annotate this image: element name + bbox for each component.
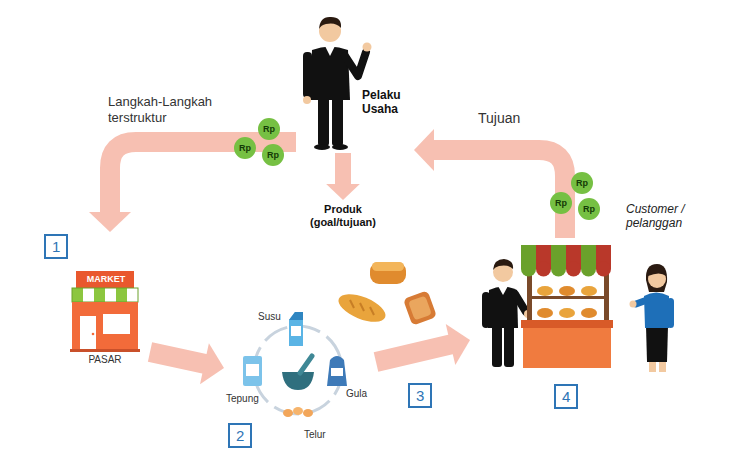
ingredients-node: 2 SusuTepung GulaTelur: [224, 305, 376, 452]
bread-stall: [521, 245, 613, 368]
bread-icons: [335, 262, 437, 328]
edge-label: Langkah-Langkah terstruktur: [108, 94, 238, 125]
arrow-head: [200, 343, 224, 384]
product-node: Produk (goal/tujuan): [291, 200, 395, 242]
money-coin: Rp: [262, 144, 284, 166]
callout-number: 2: [228, 423, 252, 448]
market-node: 1MARKET PASAR: [42, 232, 150, 372]
callout-number: 1: [44, 234, 68, 259]
money-coin: Rp: [258, 118, 280, 140]
market-sign: MARKET: [76, 274, 136, 285]
money-coin: Rp: [571, 172, 593, 194]
flow-arrow: [150, 343, 224, 384]
flow-arrow: [376, 324, 470, 365]
arrow-shaft: [335, 153, 351, 185]
arrow-head: [89, 212, 131, 232]
customer-node: Customer / pelanggan: [622, 200, 718, 378]
business-person: [303, 17, 372, 150]
arrow-shaft: [110, 142, 296, 213]
customer-person: [630, 264, 675, 372]
ingredient-label: Susu: [258, 311, 281, 323]
ingredient-label: Gula: [346, 388, 367, 400]
market-icon: [70, 271, 140, 352]
ingredient-label: Telur: [304, 429, 326, 441]
money-coin: Rp: [550, 192, 572, 214]
money-coin: Rp: [234, 137, 256, 159]
role-label: Pelaku Usaha: [362, 88, 412, 117]
callout-number: 4: [554, 384, 578, 409]
arrow-shaft: [433, 150, 565, 238]
arrow-head: [446, 324, 470, 365]
arrow-head: [414, 129, 434, 171]
role-node: Pelaku Usaha: [296, 8, 414, 153]
arrow-head: [326, 184, 360, 200]
product-label: Produk (goal/tujuan): [298, 203, 388, 229]
place-label: PASAR: [72, 354, 138, 366]
money-coin: Rp: [578, 198, 600, 220]
callout-number: 3: [408, 383, 432, 408]
ingredient-label: Tepung: [226, 393, 259, 405]
flow-arrow: [326, 153, 360, 200]
stall-node: 4: [470, 238, 620, 413]
flow-arrow: [414, 129, 565, 238]
edge-label: Tujuan: [478, 110, 520, 127]
customer-label: Customer / pelanggan: [626, 202, 712, 231]
arrow-shaft: [376, 344, 451, 362]
arrow-shaft: [150, 352, 205, 364]
flow-arrow: [89, 142, 296, 232]
